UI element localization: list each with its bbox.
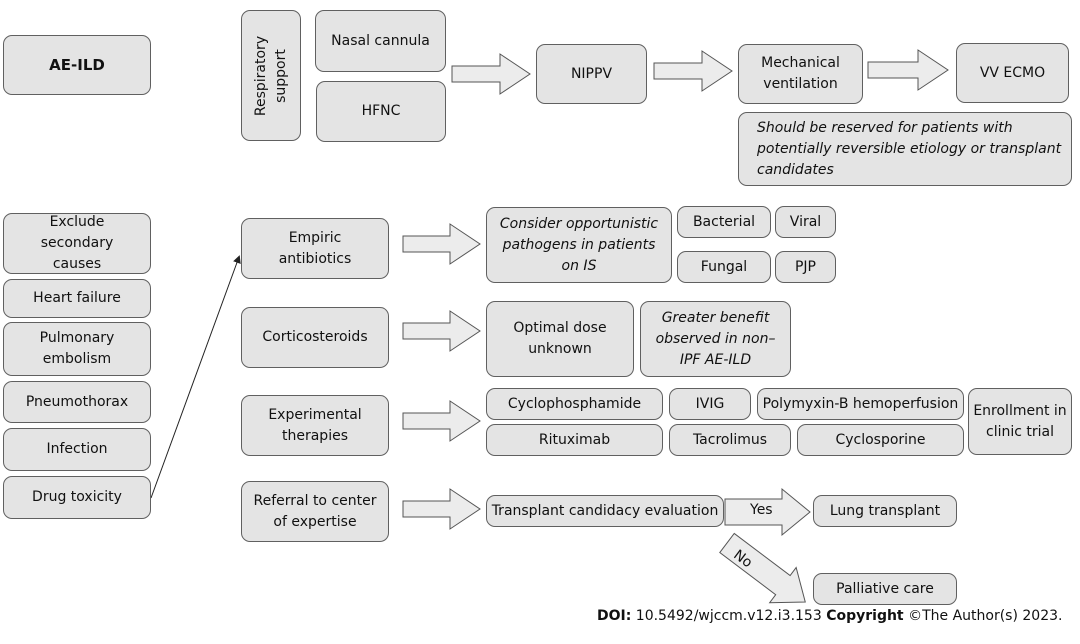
block-arrow-yes: [724, 487, 811, 537]
node-drug-toxicity: Drug toxicity: [3, 476, 151, 519]
node-lung-transplant: Lung transplant: [813, 495, 957, 527]
node-fungal: Fungal: [677, 251, 771, 283]
node-optimal-dose: Optimal dose unknown: [486, 301, 634, 377]
node-greater-benefit: Greater benefit observed in non–IPF AE-I…: [640, 301, 791, 377]
node-respiratory-support: Respiratory support: [241, 10, 301, 141]
node-vv-ecmo: VV ECMO: [956, 43, 1069, 103]
connector-line: [150, 255, 241, 499]
footer-credit: DOI: 10.5492/wjccm.v12.i3.153 Copyright …: [597, 608, 1062, 624]
node-pulmonary-embolism: Pulmonary embolism: [3, 322, 151, 376]
block-arrow-no: [719, 532, 806, 604]
block-arrow-corticosteroids: [402, 310, 481, 352]
node-mechanical-ventilation: Mechanical ventilation: [738, 44, 863, 104]
block-arrow-support-to-nippv: [451, 53, 531, 95]
block-arrow-experimental: [402, 400, 481, 442]
block-arrow-mv-to-ecmo: [867, 49, 949, 91]
node-opportunistic-note: Consider opportunistic pathogens in pati…: [486, 207, 672, 283]
node-tacrolimus: Tacrolimus: [669, 424, 791, 456]
copyright-text: ©The Author(s) 2023.: [908, 608, 1063, 624]
node-hfnc: HFNC: [316, 81, 446, 142]
block-arrow-antibiotics: [402, 223, 481, 265]
node-palliative-care: Palliative care: [813, 573, 957, 605]
node-bacterial: Bacterial: [677, 206, 771, 238]
node-empiric-antibiotics: Empiric antibiotics: [241, 218, 389, 279]
node-pjp: PJP: [775, 251, 836, 283]
node-exclude-secondary-causes: Exclude secondary causes: [3, 213, 151, 274]
copyright-label: Copyright: [826, 608, 904, 624]
doi-value: 10.5492/wjccm.v12.i3.153: [635, 608, 822, 624]
node-viral: Viral: [775, 206, 836, 238]
edge-label-yes: Yes: [750, 502, 773, 518]
respiratory-support-label: Respiratory support: [253, 35, 289, 116]
block-arrow-referral: [402, 488, 481, 530]
node-polymyxin: Polymyxin-B hemoperfusion: [757, 388, 964, 420]
node-cyclosporine: Cyclosporine: [797, 424, 964, 456]
node-transplant-candidacy: Transplant candidacy evaluation: [486, 495, 724, 527]
node-rituximab: Rituximab: [486, 424, 663, 456]
doi-label: DOI:: [597, 608, 632, 624]
node-referral: Referral to center of expertise: [241, 481, 389, 542]
node-pneumothorax: Pneumothorax: [3, 381, 151, 423]
node-ivig: IVIG: [669, 388, 751, 420]
node-nippv: NIPPV: [536, 44, 647, 104]
node-heart-failure: Heart failure: [3, 279, 151, 318]
node-corticosteroids: Corticosteroids: [241, 307, 389, 368]
node-experimental-therapies: Experimental therapies: [241, 395, 389, 456]
node-nasal-cannula: Nasal cannula: [315, 10, 446, 72]
node-infection: Infection: [3, 428, 151, 471]
node-ae-ild: AE-ILD: [3, 35, 151, 95]
node-cyclophosphamide: Cyclophosphamide: [486, 388, 663, 420]
node-enrollment: Enrollment in clinic trial: [968, 388, 1072, 455]
node-ecmo-note: Should be reserved for patients with pot…: [738, 112, 1072, 186]
block-arrow-nippv-to-mv: [653, 50, 733, 92]
